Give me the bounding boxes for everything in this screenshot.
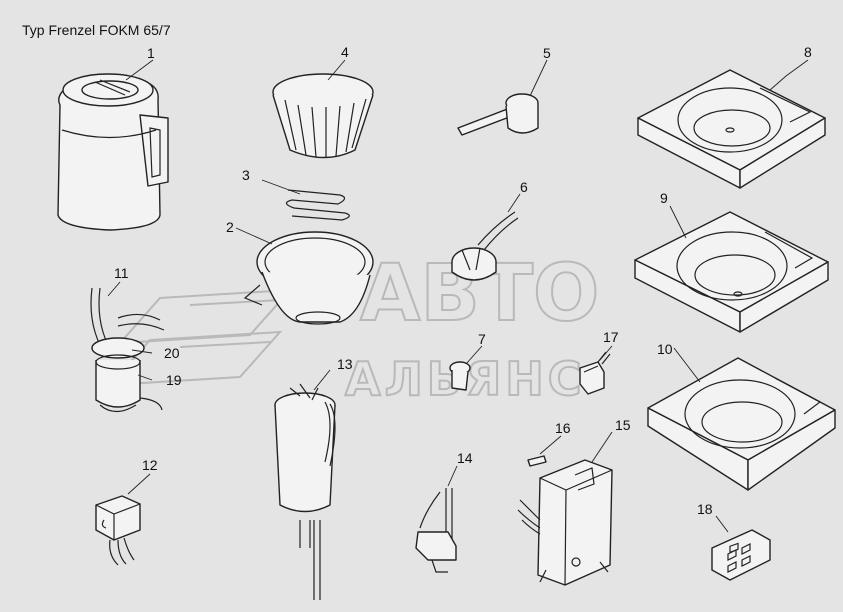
callout-8: 8 (804, 44, 812, 60)
callout-2: 2 (226, 219, 234, 235)
leader-lines (107, 59, 809, 533)
callout-7: 7 (478, 331, 486, 347)
part-13-boiler-tank (274, 383, 336, 600)
callout-6: 6 (520, 179, 528, 195)
part-8-warming-plate (637, 69, 826, 189)
callout-10: 10 (657, 341, 673, 357)
part-14-sensor (415, 488, 457, 573)
part-7-plug (449, 361, 471, 391)
callout-19: 19 (166, 372, 182, 388)
callout-20: 20 (164, 345, 180, 361)
part-10-warming-plate (647, 357, 836, 491)
part-15-control-box (517, 459, 613, 586)
part-6-valve-tube (451, 211, 519, 281)
callout-15: 15 (615, 417, 631, 433)
callout-17: 17 (603, 329, 619, 345)
callout-18: 18 (697, 501, 713, 517)
part-4-paper-filter (272, 73, 374, 159)
part-3-spring-clip (285, 189, 350, 221)
callout-3: 3 (242, 167, 250, 183)
diagram-title: Typ Frenzel FOKM 65/7 (22, 22, 171, 38)
callout-numbers: 1 2 3 4 5 6 7 8 9 10 11 12 13 14 15 16 1… (114, 44, 812, 517)
callout-9: 9 (660, 190, 668, 206)
callout-4: 4 (341, 44, 349, 60)
part-12-relay (95, 495, 141, 566)
callout-16: 16 (555, 420, 571, 436)
callout-5: 5 (543, 45, 551, 61)
part-11-heater-assembly (90, 287, 165, 413)
part-18-button-panel (711, 529, 771, 581)
callout-11: 11 (114, 265, 129, 281)
part-1-thermos-jug (57, 73, 169, 231)
part-9-warming-plate (634, 211, 829, 333)
callout-13: 13 (337, 356, 353, 372)
callout-1: 1 (147, 45, 155, 61)
part-5-measuring-spoon (457, 93, 539, 136)
part-16-fuse (527, 455, 547, 467)
callout-12: 12 (142, 457, 158, 473)
part-17-switch (579, 351, 611, 395)
callout-14: 14 (457, 450, 473, 466)
part-2-filter-funnel (243, 231, 374, 325)
